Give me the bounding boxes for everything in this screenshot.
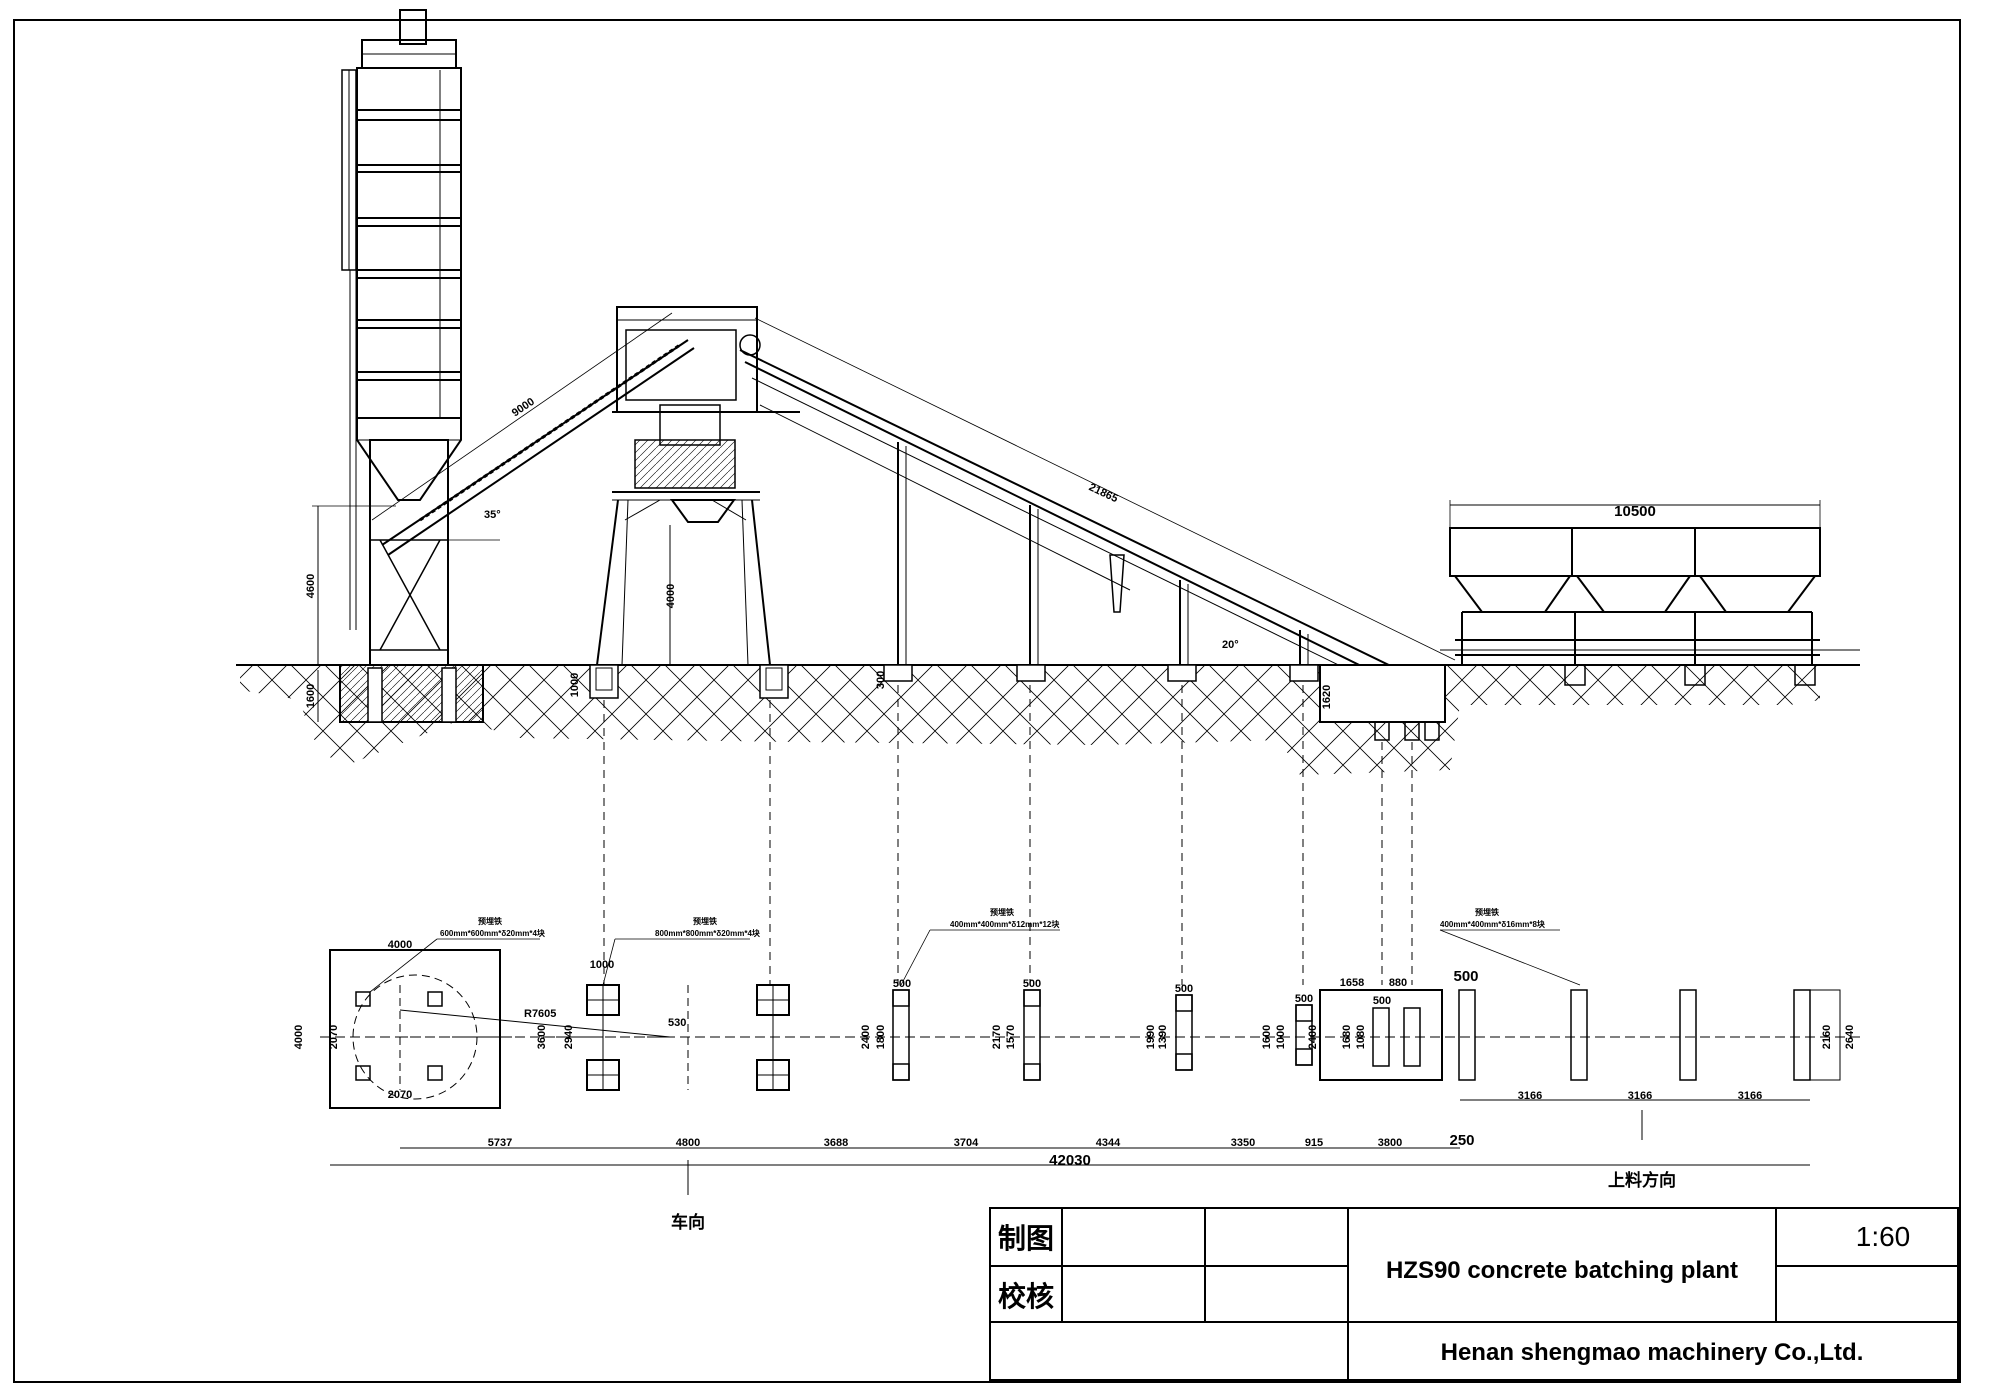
pit-w2-dim: 880 bbox=[1389, 977, 1407, 989]
silo-width-dim: 4000 bbox=[388, 939, 412, 951]
bottom-seg-8: 3800 bbox=[1378, 1137, 1402, 1149]
note-bin: 预埋铁 bbox=[1475, 907, 1499, 917]
projection-lines bbox=[603, 685, 1413, 985]
note-bin-spec: 400mm*400mm*δ16mm*8块 bbox=[1440, 919, 1546, 929]
belt1-plate-dim: 500 bbox=[893, 978, 911, 990]
loading-direction-label: 上料方向 bbox=[1608, 1170, 1676, 1190]
radius-dim: R7605 bbox=[524, 1008, 556, 1020]
note-silo-spec: 600mm*600mm*δ20mm*4块 bbox=[440, 928, 546, 938]
bottom-seg-4: 3704 bbox=[954, 1137, 979, 1149]
gap-250-dim: 250 bbox=[1449, 1132, 1474, 1149]
bin-length-dim: 10500 bbox=[1614, 503, 1656, 520]
mixer-width-dim: 1000 bbox=[590, 959, 614, 971]
elevation-dimensions: 4600 1600 9000 35° 4000 1000 300 21865 2… bbox=[305, 396, 1656, 710]
screw-conveyor bbox=[371, 312, 695, 556]
silo-bolt-x-dim: 2070 bbox=[388, 1089, 412, 1101]
note-belt-spec: 400mm*400mm*δ12mm*12块 bbox=[950, 919, 1060, 929]
screw-angle-dim: 35° bbox=[484, 509, 501, 521]
scale-label: 1:60 bbox=[1856, 1221, 1911, 1252]
pit-h2-dim: 1080 bbox=[1355, 1025, 1367, 1049]
cement-silo bbox=[341, 9, 462, 666]
belt4-h2-dim: 1000 bbox=[1275, 1025, 1287, 1049]
belt4-h1-dim: 1600 bbox=[1261, 1025, 1273, 1049]
belt-angle-dim: 20° bbox=[1222, 639, 1239, 651]
belt-length-dim: 21865 bbox=[1087, 481, 1120, 505]
bin-spacing-3: 3166 bbox=[1738, 1090, 1762, 1102]
aggregate-batcher bbox=[1440, 527, 1860, 665]
mixer-station bbox=[596, 306, 800, 666]
sheet-border bbox=[13, 19, 1961, 1383]
mixer-footing-dim: 1000 bbox=[569, 673, 581, 697]
bottom-seg-7: 915 bbox=[1305, 1137, 1323, 1149]
bottom-seg-6: 3350 bbox=[1231, 1137, 1255, 1149]
bottom-seg-5: 4344 bbox=[1096, 1137, 1121, 1149]
title-block bbox=[989, 1207, 1959, 1381]
belt3-plate-dim: 500 bbox=[1175, 983, 1193, 995]
offset-dim: 530 bbox=[668, 1017, 686, 1029]
pit-depth-dim: 1620 bbox=[1321, 685, 1333, 709]
belt3-h1-dim: 1990 bbox=[1145, 1025, 1157, 1049]
drawing-title: HZS90 concrete batching plant bbox=[1386, 1257, 1738, 1284]
truck-direction-label: 车向 bbox=[671, 1212, 705, 1232]
title-block-text: 制图 校核 HZS90 concrete batching plant 1:60… bbox=[998, 1221, 1910, 1366]
bin-spacing-1: 3166 bbox=[1518, 1090, 1542, 1102]
bin-plate-dim: 500 bbox=[1453, 968, 1478, 985]
bin-h2-dim: 2640 bbox=[1844, 1025, 1856, 1049]
silo-bolt-y-dim: 2070 bbox=[328, 1025, 340, 1049]
mixer-h2-dim: 2940 bbox=[563, 1025, 575, 1049]
bin-h1-dim: 2160 bbox=[1821, 1025, 1833, 1049]
note-silo: 预埋铁 bbox=[478, 916, 502, 926]
belt3-h2-dim: 1390 bbox=[1157, 1025, 1169, 1049]
bottom-seg-3: 3688 bbox=[824, 1137, 848, 1149]
pit-foundation-plan bbox=[1319, 989, 1443, 1081]
note-mixer-spec: 800mm*800mm*δ20mm*4块 bbox=[655, 928, 761, 938]
belt1-h1-dim: 2400 bbox=[860, 1025, 872, 1049]
plan-view bbox=[320, 929, 1860, 1195]
plan-annotations: 预埋铁 600mm*600mm*δ20mm*4块 预埋铁 800mm*800mm… bbox=[293, 907, 1856, 1232]
pit-w1-dim: 1658 bbox=[1340, 977, 1364, 989]
bottom-seg-2: 4800 bbox=[676, 1137, 700, 1149]
silo-foundation-plan bbox=[329, 949, 501, 1109]
elevation-view bbox=[236, 9, 1860, 775]
mixer-h1-dim: 3600 bbox=[536, 1025, 548, 1049]
silo-height-dim: 4600 bbox=[305, 574, 317, 598]
belt1-h2-dim: 1800 bbox=[875, 1025, 887, 1049]
pit-h1-dim: 1680 bbox=[1341, 1025, 1353, 1049]
bin-spacing-2: 3166 bbox=[1628, 1090, 1652, 1102]
belt2-h1-dim: 2170 bbox=[991, 1025, 1003, 1049]
inclined-belt-conveyor bbox=[739, 317, 1456, 701]
silo-depth-dim: 4000 bbox=[293, 1025, 305, 1049]
pit-plate-dim: 500 bbox=[1373, 995, 1391, 1007]
belt4-h3-dim: 2400 bbox=[1307, 1025, 1319, 1049]
post-dim: 300 bbox=[875, 671, 887, 689]
company-name: Henan shengmao machinery Co.,Ltd. bbox=[1441, 1339, 1864, 1366]
belt2-plate-dim: 500 bbox=[1023, 978, 1041, 990]
silo-footing-dim: 1600 bbox=[305, 684, 317, 708]
drawn-by-label: 制图 bbox=[998, 1223, 1054, 1254]
checked-by-label: 校核 bbox=[998, 1280, 1054, 1312]
mixer-height-dim: 4000 bbox=[665, 584, 677, 608]
receiving-pit bbox=[1319, 664, 1446, 723]
silo-footing bbox=[339, 664, 484, 723]
note-belt: 预埋铁 bbox=[990, 907, 1014, 917]
belt4-plate-dim: 500 bbox=[1295, 993, 1313, 1005]
bottom-seg-1: 5737 bbox=[488, 1137, 512, 1149]
note-mixer: 预埋铁 bbox=[693, 916, 717, 926]
total-dim: 42030 bbox=[1049, 1152, 1091, 1169]
belt2-h2-dim: 1570 bbox=[1005, 1025, 1017, 1049]
